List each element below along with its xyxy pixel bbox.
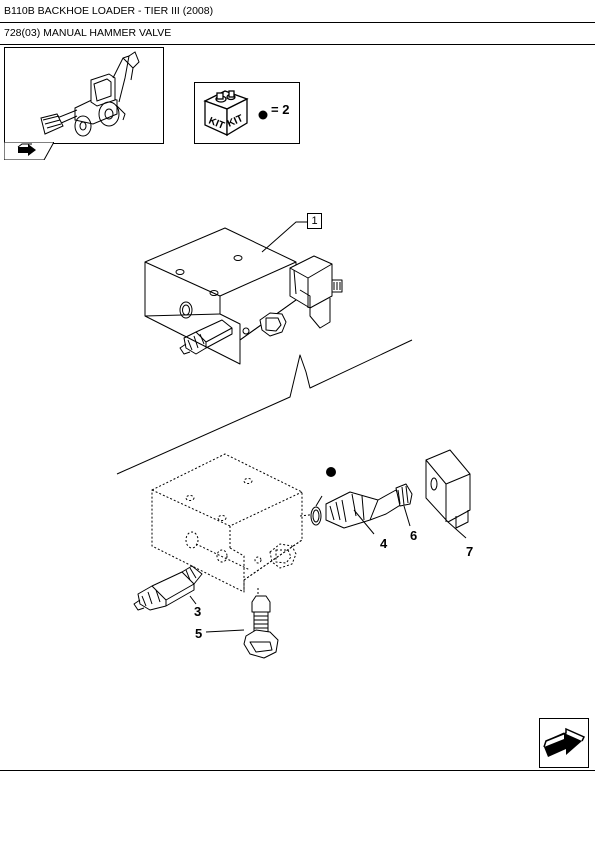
model-title: B110B BACKHOE LOADER - TIER III (2008) — [4, 5, 214, 17]
callout-part-3[interactable]: 3 — [194, 604, 202, 619]
section-break-line — [116, 339, 413, 475]
machine-thumbnail[interactable] — [4, 47, 164, 144]
kit-bullet-icon — [258, 110, 268, 120]
kit-box-icon: KIT KIT — [203, 90, 268, 137]
section-title: 728(03) MANUAL HAMMER VALVE — [4, 27, 172, 39]
section-tab-icon[interactable] — [4, 142, 54, 160]
next-page-button[interactable] — [539, 718, 589, 768]
footer-divider — [0, 770, 595, 771]
section-title-bar: 728(03) MANUAL HAMMER VALVE — [0, 22, 595, 45]
document-title: B110B BACKHOE LOADER - TIER III (2008) — [0, 0, 595, 23]
callout-assembly[interactable]: 1 — [307, 213, 322, 229]
valve-body-ghost — [151, 453, 319, 604]
kit-legend: KIT KIT — [194, 82, 300, 144]
callout-part-4[interactable]: 4 — [380, 536, 388, 551]
callout-part-6[interactable]: 6 — [410, 528, 418, 543]
knob-part-6 — [395, 483, 413, 527]
valve-assembly — [144, 221, 343, 365]
cartridge-part-4 — [325, 489, 403, 535]
callout-part-5[interactable]: 5 — [195, 626, 203, 641]
cartridge-part-3 — [133, 565, 203, 611]
kit-marker-icon — [326, 467, 336, 477]
callout-part-7[interactable]: 7 — [466, 544, 474, 559]
kit-quantity: = 2 — [271, 102, 290, 117]
backhoe-loader-icon — [40, 51, 140, 137]
arrow-right-icon — [543, 727, 586, 757]
plug-part-5 — [205, 595, 279, 659]
solenoid-part-7 — [425, 449, 471, 539]
